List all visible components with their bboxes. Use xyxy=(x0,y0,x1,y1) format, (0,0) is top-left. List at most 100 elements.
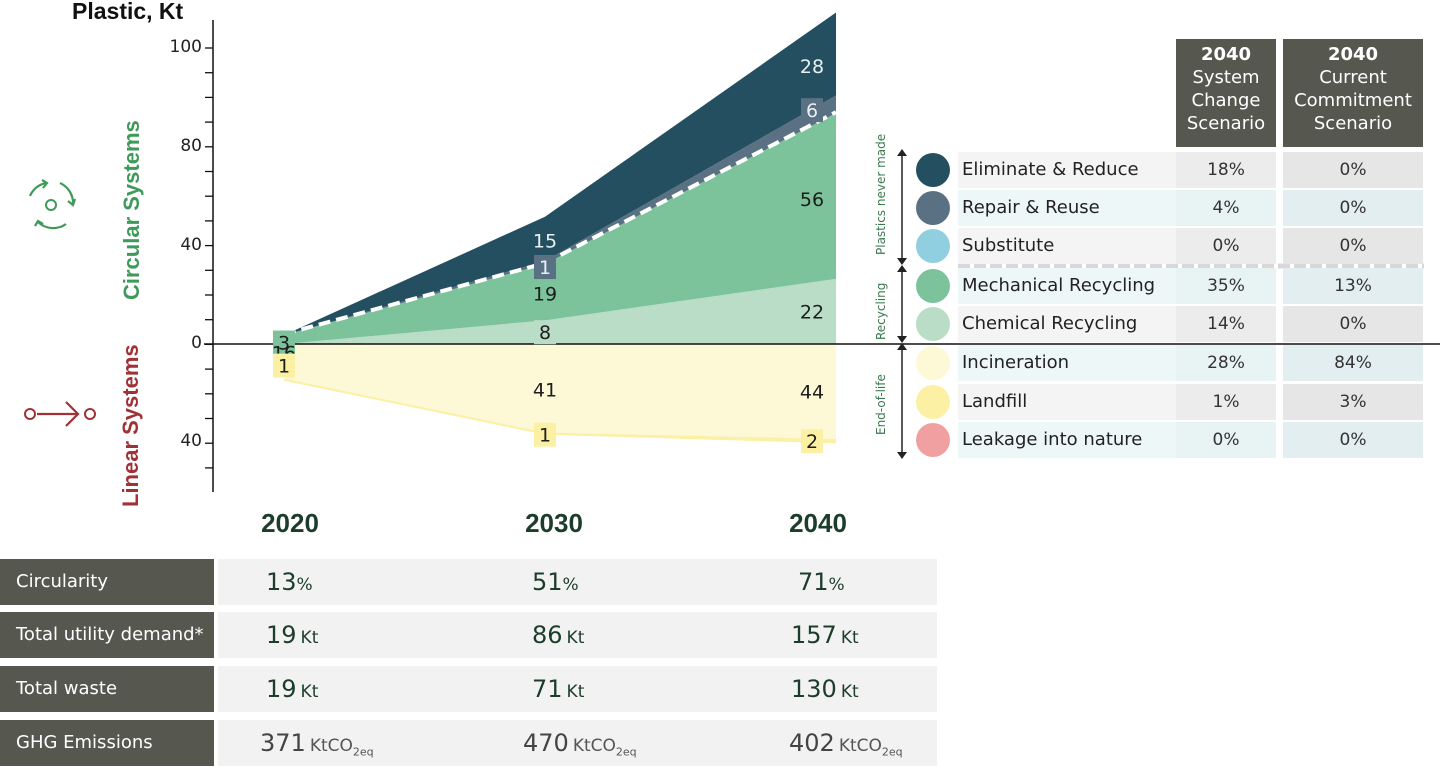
data-label: 44 xyxy=(800,382,824,404)
data-label: 56 xyxy=(800,189,824,211)
data-label: 15 xyxy=(533,230,557,252)
legend-label: Eliminate & Reduce xyxy=(958,152,1176,188)
data-label: 1 xyxy=(539,257,551,279)
current-commitment-header: 2040 Current Commitment Scenario xyxy=(1283,39,1423,147)
unit-subscript: 2eq xyxy=(352,745,374,759)
value-unit: % xyxy=(296,575,313,595)
value-unit: Kt xyxy=(566,628,585,648)
value-unit: Kt xyxy=(300,682,319,702)
value-number: 71 xyxy=(532,675,563,703)
circular-arrows-icon xyxy=(28,179,77,230)
data-label: 1 xyxy=(539,425,551,447)
label-chip xyxy=(534,320,556,345)
legend-row-landfill: Landfill 1% 3% xyxy=(916,384,1423,420)
metric-value-2030: 51% xyxy=(532,559,579,605)
y-tick-label: 40 xyxy=(180,235,202,255)
legend-row-leakage: Leakage into nature 0% 0% xyxy=(916,422,1423,458)
data-label: 19 xyxy=(533,284,557,306)
group-label-recycling: Recycling xyxy=(874,282,888,340)
value-number: 130 xyxy=(791,675,837,703)
circular-systems-label: Circular Systems xyxy=(119,120,144,300)
value-number: 13 xyxy=(266,568,297,596)
current-commitment-value: 0% xyxy=(1283,152,1423,188)
current-commitment-value: 3% xyxy=(1283,384,1423,420)
swatch-dot xyxy=(916,269,950,303)
header-year: 2040 xyxy=(1327,44,1379,65)
value-number: 470 xyxy=(523,729,569,757)
linear-flow-icon xyxy=(24,401,96,427)
swatch-dot xyxy=(916,307,950,341)
current-commitment-value: 0% xyxy=(1283,306,1423,342)
swatch-dot xyxy=(916,153,950,187)
metric-label: GHG Emissions xyxy=(0,720,214,766)
value-unit: KtCO2eq xyxy=(309,736,374,759)
label-chip xyxy=(801,429,823,454)
value-number: 371 xyxy=(260,729,306,757)
system-change-value: 4% xyxy=(1176,190,1276,226)
value-number: 71 xyxy=(798,568,829,596)
data-label: 22 xyxy=(800,301,824,323)
data-label: 6 xyxy=(806,100,818,122)
metric-row-circularity: Circularity 13% 51% 71% xyxy=(0,559,937,605)
swatch-dot xyxy=(916,385,950,419)
value-unit: Kt xyxy=(840,682,859,702)
unit-text: KtCO xyxy=(838,736,882,756)
header-text: System Change Scenario xyxy=(1186,67,1266,134)
system-change-value: 28% xyxy=(1176,345,1276,381)
value-number: 19 xyxy=(266,675,297,703)
swatch-dot xyxy=(916,191,950,225)
y-tick-label: 100 xyxy=(169,37,202,57)
y-axis-title: Plastic, Kt xyxy=(72,0,184,24)
area-chemical-recycling xyxy=(284,278,836,344)
value-number: 86 xyxy=(532,621,563,649)
area-mechanical-recycling xyxy=(284,113,836,345)
legend-row-mechanical: Mechanical Recycling 35% 13% xyxy=(916,268,1423,304)
label-chip xyxy=(273,330,295,355)
value-unit: KtCO2eq xyxy=(838,736,903,758)
group-brackets xyxy=(897,149,907,459)
year-label-2030: 2030 xyxy=(525,508,583,538)
legend-label: Chemical Recycling xyxy=(958,306,1176,342)
data-label: 3 xyxy=(278,333,290,355)
legend-divider xyxy=(958,263,1424,269)
y-tick-label: 0 xyxy=(191,333,202,353)
current-commitment-value: 0% xyxy=(1283,228,1423,264)
legend-row-incineration: Incineration 28% 84% xyxy=(916,345,1423,381)
value-unit: Kt xyxy=(840,628,859,648)
year-label-2020: 2020 xyxy=(261,508,319,538)
system-change-header: 2040 System Change Scenario xyxy=(1176,39,1276,147)
legend-label: Landfill xyxy=(958,384,1176,420)
swatch-dot xyxy=(916,229,950,263)
value-unit: % xyxy=(562,575,579,595)
legend-label: Leakage into nature xyxy=(958,422,1176,458)
value-unit: KtCO2eq xyxy=(573,736,637,758)
data-label: 1 xyxy=(278,356,290,378)
value-unit: Kt xyxy=(566,682,585,702)
system-change-value: 35% xyxy=(1176,268,1276,304)
legend-row-chemical: Chemical Recycling 14% 0% xyxy=(916,306,1423,342)
metric-label: Total utility demand* xyxy=(0,612,214,658)
metric-label: Circularity xyxy=(0,559,214,605)
swatch-dot xyxy=(916,346,950,380)
linear-systems-label: Linear Systems xyxy=(118,344,143,507)
legend-row-substitute: Substitute 0% 0% xyxy=(916,228,1423,264)
label-chip xyxy=(534,422,556,447)
year-label-2040: 2040 xyxy=(789,508,847,538)
legend-label: Repair & Reuse xyxy=(958,190,1176,226)
current-commitment-value: 84% xyxy=(1283,345,1423,381)
label-chip xyxy=(801,98,823,123)
unit-text: KtCO xyxy=(309,736,353,756)
value-number: 19 xyxy=(266,621,297,649)
header-text: Current Commitment Scenario xyxy=(1294,67,1412,134)
metric-label: Total waste xyxy=(0,666,214,712)
